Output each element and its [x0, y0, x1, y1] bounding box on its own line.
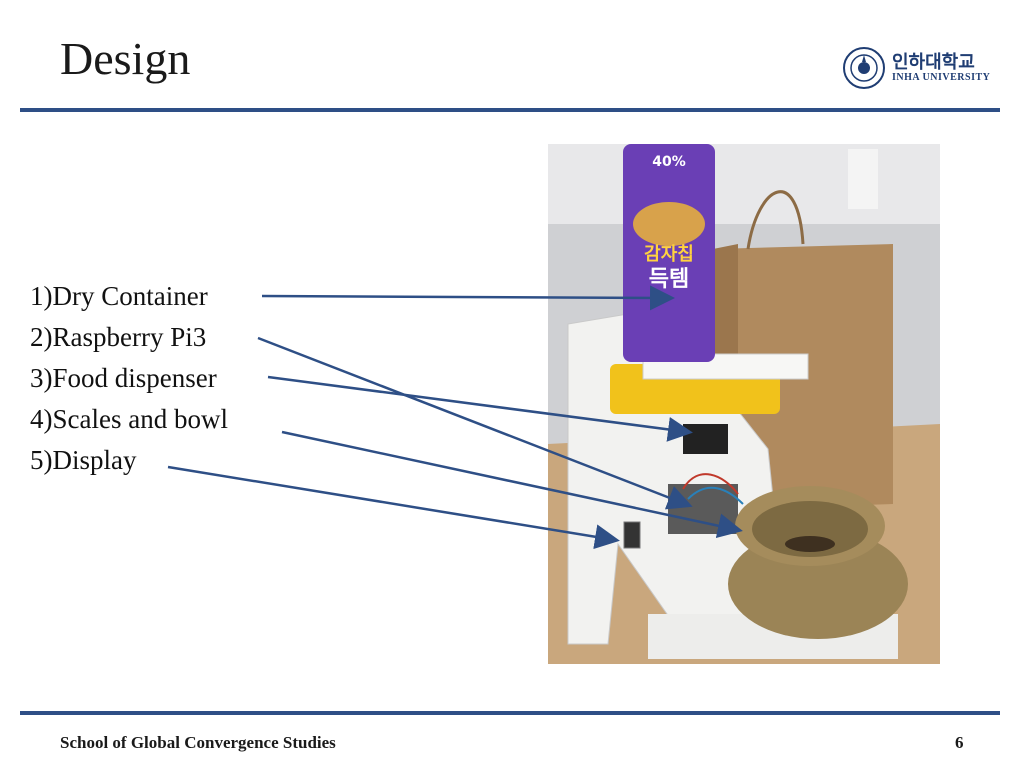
header-divider — [20, 108, 1000, 112]
university-seal-icon — [843, 47, 885, 89]
prototype-illustration: 40% 감자칩 득템 — [548, 144, 940, 664]
label-dry-container: 1)Dry Container — [30, 281, 208, 311]
logo-korean-text: 인하대학교 — [892, 51, 975, 73]
package-text-deal: 득템 — [649, 267, 689, 292]
logo-english-text: INHA UNIVERSITY — [892, 72, 991, 84]
package-text-chip: 감자칩 — [644, 244, 694, 265]
footer-school-name: School of Global Convergence Studies — [60, 733, 336, 752]
slide-title: Design — [60, 33, 191, 84]
footer-divider — [20, 711, 1000, 715]
prototype-photo: 40% 감자칩 득템 — [548, 144, 940, 664]
label-scales-bowl: 4)Scales and bowl — [30, 404, 228, 434]
page-number: 6 — [955, 733, 964, 752]
label-raspberry-pi: 2)Raspberry Pi3 — [30, 322, 207, 352]
label-display: 5)Display — [30, 445, 137, 475]
label-food-dispenser: 3)Food dispenser — [30, 363, 217, 393]
component-label-list: 1)Dry Container 2)Raspberry Pi3 3)Food d… — [30, 276, 228, 481]
package-text-percent: 40% — [652, 154, 686, 170]
university-logo: 인하대학교 INHA UNIVERSITY — [842, 44, 1002, 92]
